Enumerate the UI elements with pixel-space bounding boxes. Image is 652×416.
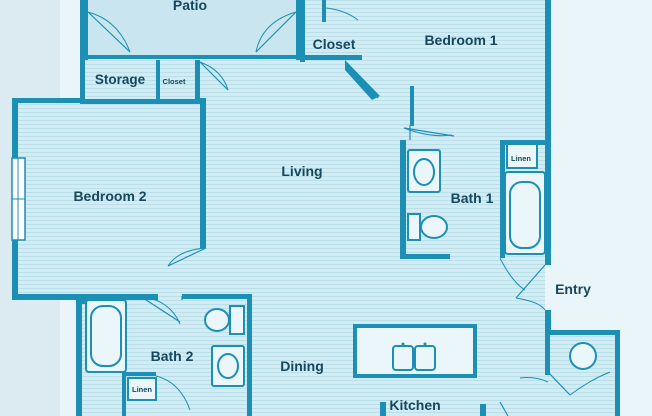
room-label-storage: Storage [95,72,146,87]
closet-walls [300,0,362,62]
room-label-closet-small: Closet [163,77,186,86]
room-label-entry: Entry [555,281,591,297]
room-label-linen-2: Linen [132,385,152,394]
room-label-linen-1: Linen [511,154,531,163]
bath2-walls [82,294,252,416]
room-label-closet: Closet [313,36,356,52]
room-label-kitchen: Kitchen [389,397,440,413]
kitchen-walls [380,335,550,416]
room-label-bedroom-1: Bedroom 1 [424,32,497,48]
storage-walls [80,60,200,104]
room-label-dining: Dining [280,358,324,374]
room-label-bedroom-2: Bedroom 2 [73,188,146,204]
bath1-walls [400,140,545,259]
room-label-patio: Patio [173,0,207,13]
patio-walls [84,0,302,60]
patio-area [88,0,298,56]
room-label-bath-1: Bath 1 [451,190,494,206]
room-label-living: Living [281,163,322,179]
room-label-bath-2: Bath 2 [151,348,194,364]
